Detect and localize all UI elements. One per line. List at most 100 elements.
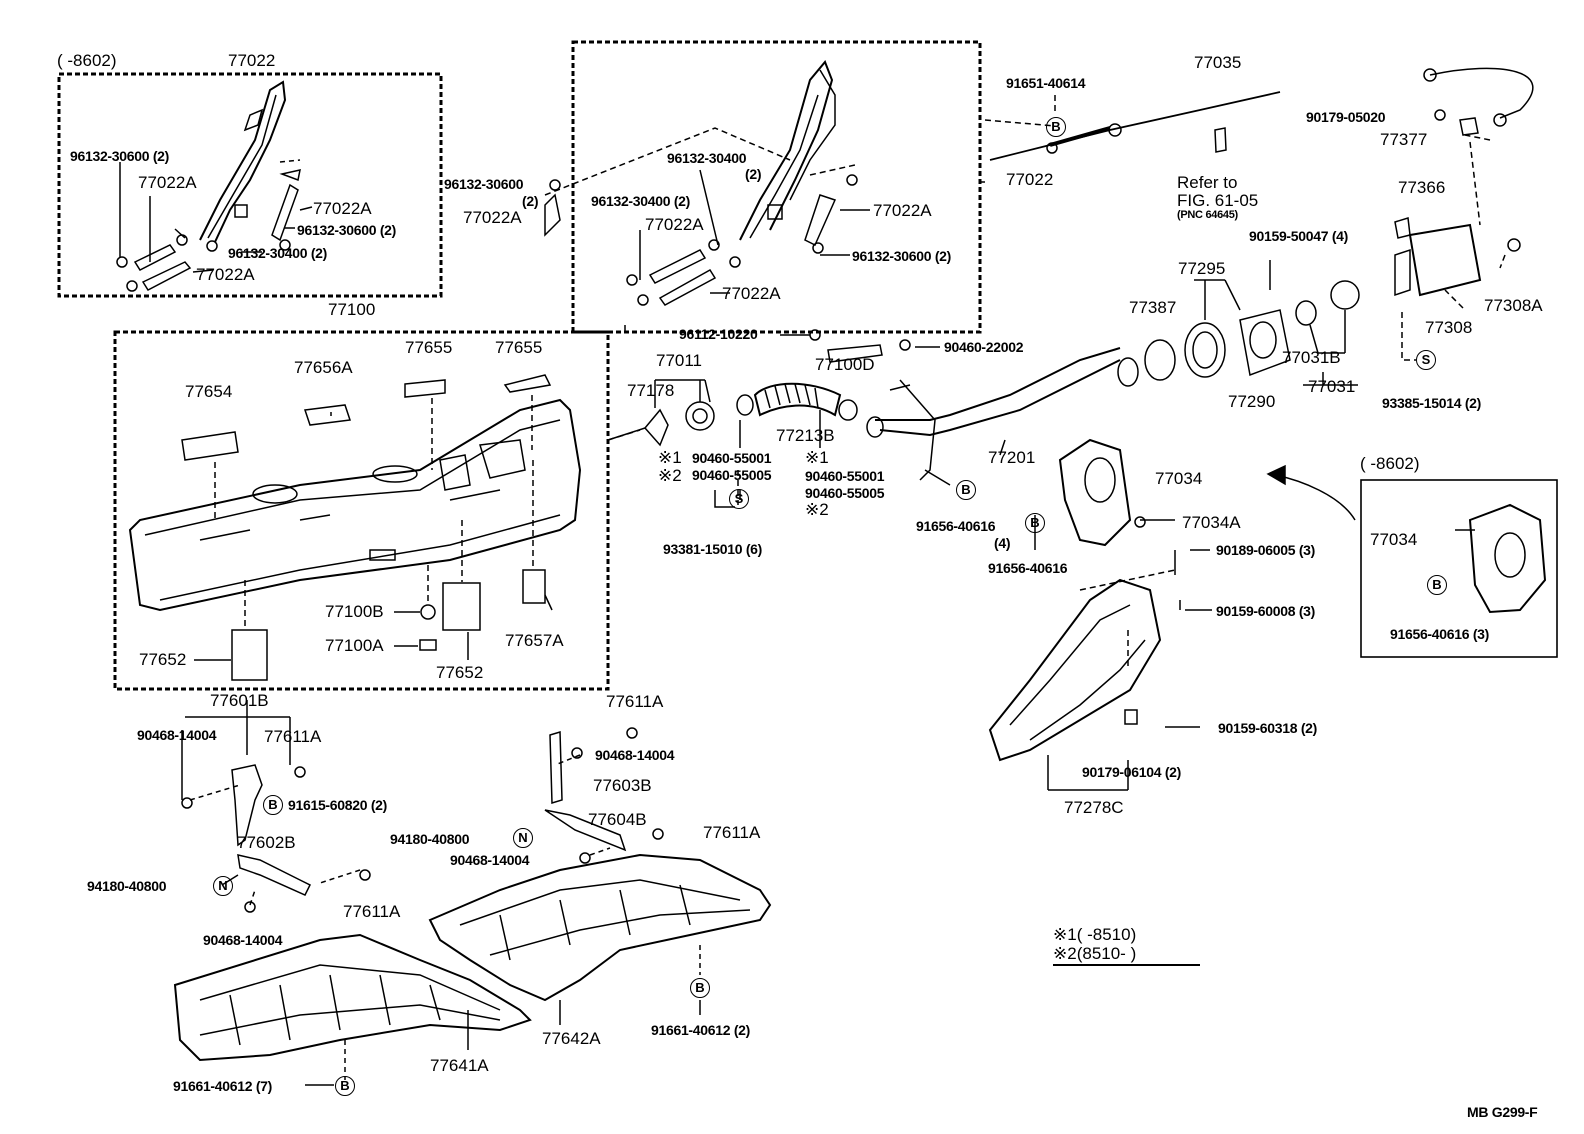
- protector-leaders: [1047, 549, 1212, 791]
- label-77366: 77366: [1398, 178, 1446, 197]
- label-fig-61-05: FIG. 61-05: [1177, 191, 1259, 210]
- label-90460-55001-a: 90460-55001: [692, 450, 772, 466]
- top-center-dashes: [544, 127, 856, 332]
- filler-leaders: [924, 439, 1175, 550]
- label-91615-60820: 91615-60820 (2): [288, 797, 388, 813]
- n-symbol-1: N: [213, 876, 233, 896]
- pad-77657A: [522, 569, 546, 604]
- note-2: ※2(8510- ): [1053, 944, 1137, 963]
- cover-leaders: [305, 1000, 701, 1086]
- label-77178: 77178: [627, 381, 675, 400]
- lid-leaders: [1401, 134, 1506, 361]
- label-77278C: 77278C: [1064, 798, 1124, 817]
- cap-leaders: [1194, 260, 1358, 386]
- label-77601B: 77601B: [210, 691, 269, 710]
- label-77022A-tl-1: 77022A: [138, 173, 197, 192]
- pad-77652a: [231, 629, 268, 681]
- label-90179-06104: 90179-06104 (2): [1082, 764, 1182, 780]
- tank-leaders: [194, 412, 553, 661]
- label-96132-30400-tc-b: 96132-30400 (2): [591, 193, 691, 209]
- label-77034: 77034: [1155, 469, 1203, 488]
- label-96132-30600-tl: 96132-30600 (2): [70, 148, 170, 164]
- label-77611A-b: 77611A: [343, 902, 401, 921]
- label-77387: 77387: [1129, 298, 1177, 317]
- label-77652-a: 77652: [139, 650, 187, 669]
- label-93381-15010: 93381-15010 (6): [663, 541, 763, 557]
- b-symbol-1: B: [1046, 117, 1066, 137]
- label-96132-30600-tc: 96132-30600: [444, 176, 524, 192]
- label-94180-40800-b: 94180-40800: [390, 831, 470, 847]
- b-symbol-5: B: [263, 795, 283, 815]
- top-center-pipes: [544, 60, 858, 306]
- label-77654: 77654: [185, 382, 233, 401]
- label-77022A-tc-d: 77022A: [722, 284, 781, 303]
- cap-77031: [1295, 280, 1360, 326]
- label-refer-to: Refer to: [1177, 173, 1238, 192]
- pad-77655a: [404, 379, 446, 398]
- protector-dash: [1079, 569, 1176, 670]
- label-93385-15014: 93385-15014 (2): [1382, 395, 1482, 411]
- label-77201: 77201: [988, 448, 1036, 467]
- label-77022A-tc: 77022A: [463, 208, 522, 227]
- label-90468-14004-c: 90468-14004: [595, 747, 675, 763]
- label-91656-40616: 91656-40616: [988, 560, 1068, 576]
- label-91651-40614: 91651-40614: [1006, 75, 1086, 91]
- label-77308: 77308: [1425, 318, 1473, 337]
- label-90468-14004-d: 90468-14004: [450, 852, 530, 868]
- label-x2-a: ※2: [658, 466, 682, 485]
- label-91661-40612-2: 91661-40612 (2): [651, 1022, 751, 1038]
- label-qty-4: (4): [994, 535, 1011, 551]
- box-top-center: [571, 40, 982, 334]
- label-91656-40616-3: 91656-40616 (3): [1390, 626, 1490, 642]
- label-77657A: 77657A: [505, 631, 564, 650]
- label-77603B: 77603B: [593, 776, 652, 795]
- fuel-tank: [128, 398, 582, 612]
- label-96132-30600-tc-qty: (2): [522, 193, 539, 209]
- label-77100D: 77100D: [815, 355, 875, 374]
- b-symbol-6: B: [690, 978, 710, 998]
- label-77290: 77290: [1228, 392, 1276, 411]
- pad-77655b: [503, 374, 552, 393]
- base-77290: [1239, 309, 1291, 377]
- top-left-pipes: [116, 80, 301, 292]
- neck-77295: [1184, 322, 1226, 378]
- label-77611A-d: 77611A: [703, 823, 761, 842]
- label-96112-10220: 96112-10220: [679, 326, 758, 342]
- cable-leaders: [984, 95, 1056, 127]
- label-77100B: 77100B: [325, 602, 384, 621]
- label-x2-b: ※2: [805, 500, 829, 519]
- bracket-dashes: [189, 754, 611, 906]
- s-symbol-2: S: [729, 489, 749, 509]
- plug-77100A: [419, 639, 437, 651]
- label-77642A: 77642A: [542, 1029, 601, 1048]
- under-cover-77641A: [173, 933, 532, 1062]
- sender-dash: [607, 429, 739, 505]
- top-center-leaders: [639, 169, 985, 294]
- cable-77035: [989, 67, 1534, 161]
- top-left-leaders: [119, 162, 313, 273]
- brackets: [181, 727, 664, 913]
- label-90460-55005-b: 90460-55005: [805, 485, 885, 501]
- label-77034A: 77034A: [1182, 513, 1241, 532]
- footer-code: MB G299-F: [1467, 1104, 1538, 1120]
- arrow-head: [1266, 464, 1286, 486]
- pad-77652b: [442, 582, 481, 631]
- label-pnc-64645: (PNC 64645): [1177, 209, 1238, 221]
- label-77100A: 77100A: [325, 636, 384, 655]
- label-90468-14004-a: 90468-14004: [137, 727, 217, 743]
- right-box-drawing: [1455, 503, 1547, 614]
- label-96132-30400-tc: 96132-30400: [667, 150, 747, 166]
- b-symbol-3: B: [1025, 513, 1045, 533]
- label-94180-40800-a: 94180-40800: [87, 878, 167, 894]
- note-1: ※1( -8510): [1053, 925, 1137, 944]
- label-90159-60318: 90159-60318 (2): [1218, 720, 1318, 736]
- label-77308A: 77308A: [1484, 296, 1543, 315]
- tank-dashes: [214, 395, 534, 630]
- lid-77308: [1394, 217, 1521, 297]
- filler-pipe: [866, 347, 1139, 481]
- b-symbol-2: B: [956, 480, 976, 500]
- label-77022A-tl-2: 77022A: [313, 199, 372, 218]
- plug-77100B: [420, 604, 436, 620]
- s-symbol-1: S: [1416, 350, 1436, 370]
